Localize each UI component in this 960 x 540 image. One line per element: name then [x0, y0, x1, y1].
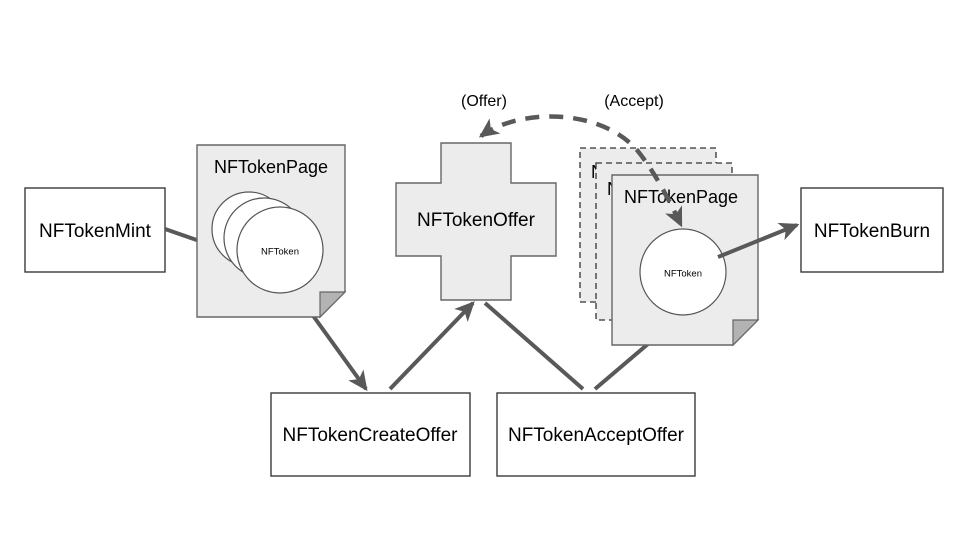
nftokenburn-label: NFTokenBurn — [814, 221, 930, 242]
edge-label-accept: (Accept) — [604, 93, 664, 110]
nftokenburn-node[interactable]: NFTokenBurn — [800, 187, 944, 273]
nftokenacceptoffer-node[interactable]: NFTokenAcceptOffer — [496, 392, 696, 477]
nftoken-circle-left-label: NFToken — [261, 247, 299, 258]
nftoken-circle-right — [639, 228, 727, 316]
nftokenacceptoffer-label: NFTokenAcceptOffer — [508, 425, 685, 446]
nftokenoffer-node[interactable]: NFTokenOffer — [395, 142, 557, 301]
nftoken-page-left[interactable]: NFTokenPage NFToken — [196, 144, 347, 319]
edge-label-offer: (Offer) — [461, 93, 507, 110]
edge-create-offer-to-offer — [388, 301, 475, 391]
edge-right-page-to-burn — [717, 222, 800, 259]
nftoken-page-left-label: NFTokenPage — [214, 157, 328, 177]
edge-accept-offer-to-offer — [483, 301, 585, 391]
nftokenmint-label: NFTokenMint — [39, 221, 152, 242]
nftoken-page-right[interactable]: NFTokenPage NFToken — [611, 174, 760, 347]
nftokencreateoffer-node[interactable]: NFTokenCreateOffer — [270, 392, 471, 477]
nftoken-circle-front — [236, 206, 324, 294]
nftoken-circle-right-label: NFToken — [664, 269, 702, 280]
nftokencreateoffer-label: NFTokenCreateOffer — [283, 425, 459, 446]
nftokenoffer-label: NFTokenOffer — [417, 210, 536, 231]
edge-offer-accept-dashed — [478, 114, 684, 228]
nftoken-page-right-label: NFTokenPage — [624, 187, 738, 207]
nftokenmint-node[interactable]: NFTokenMint — [24, 187, 166, 273]
